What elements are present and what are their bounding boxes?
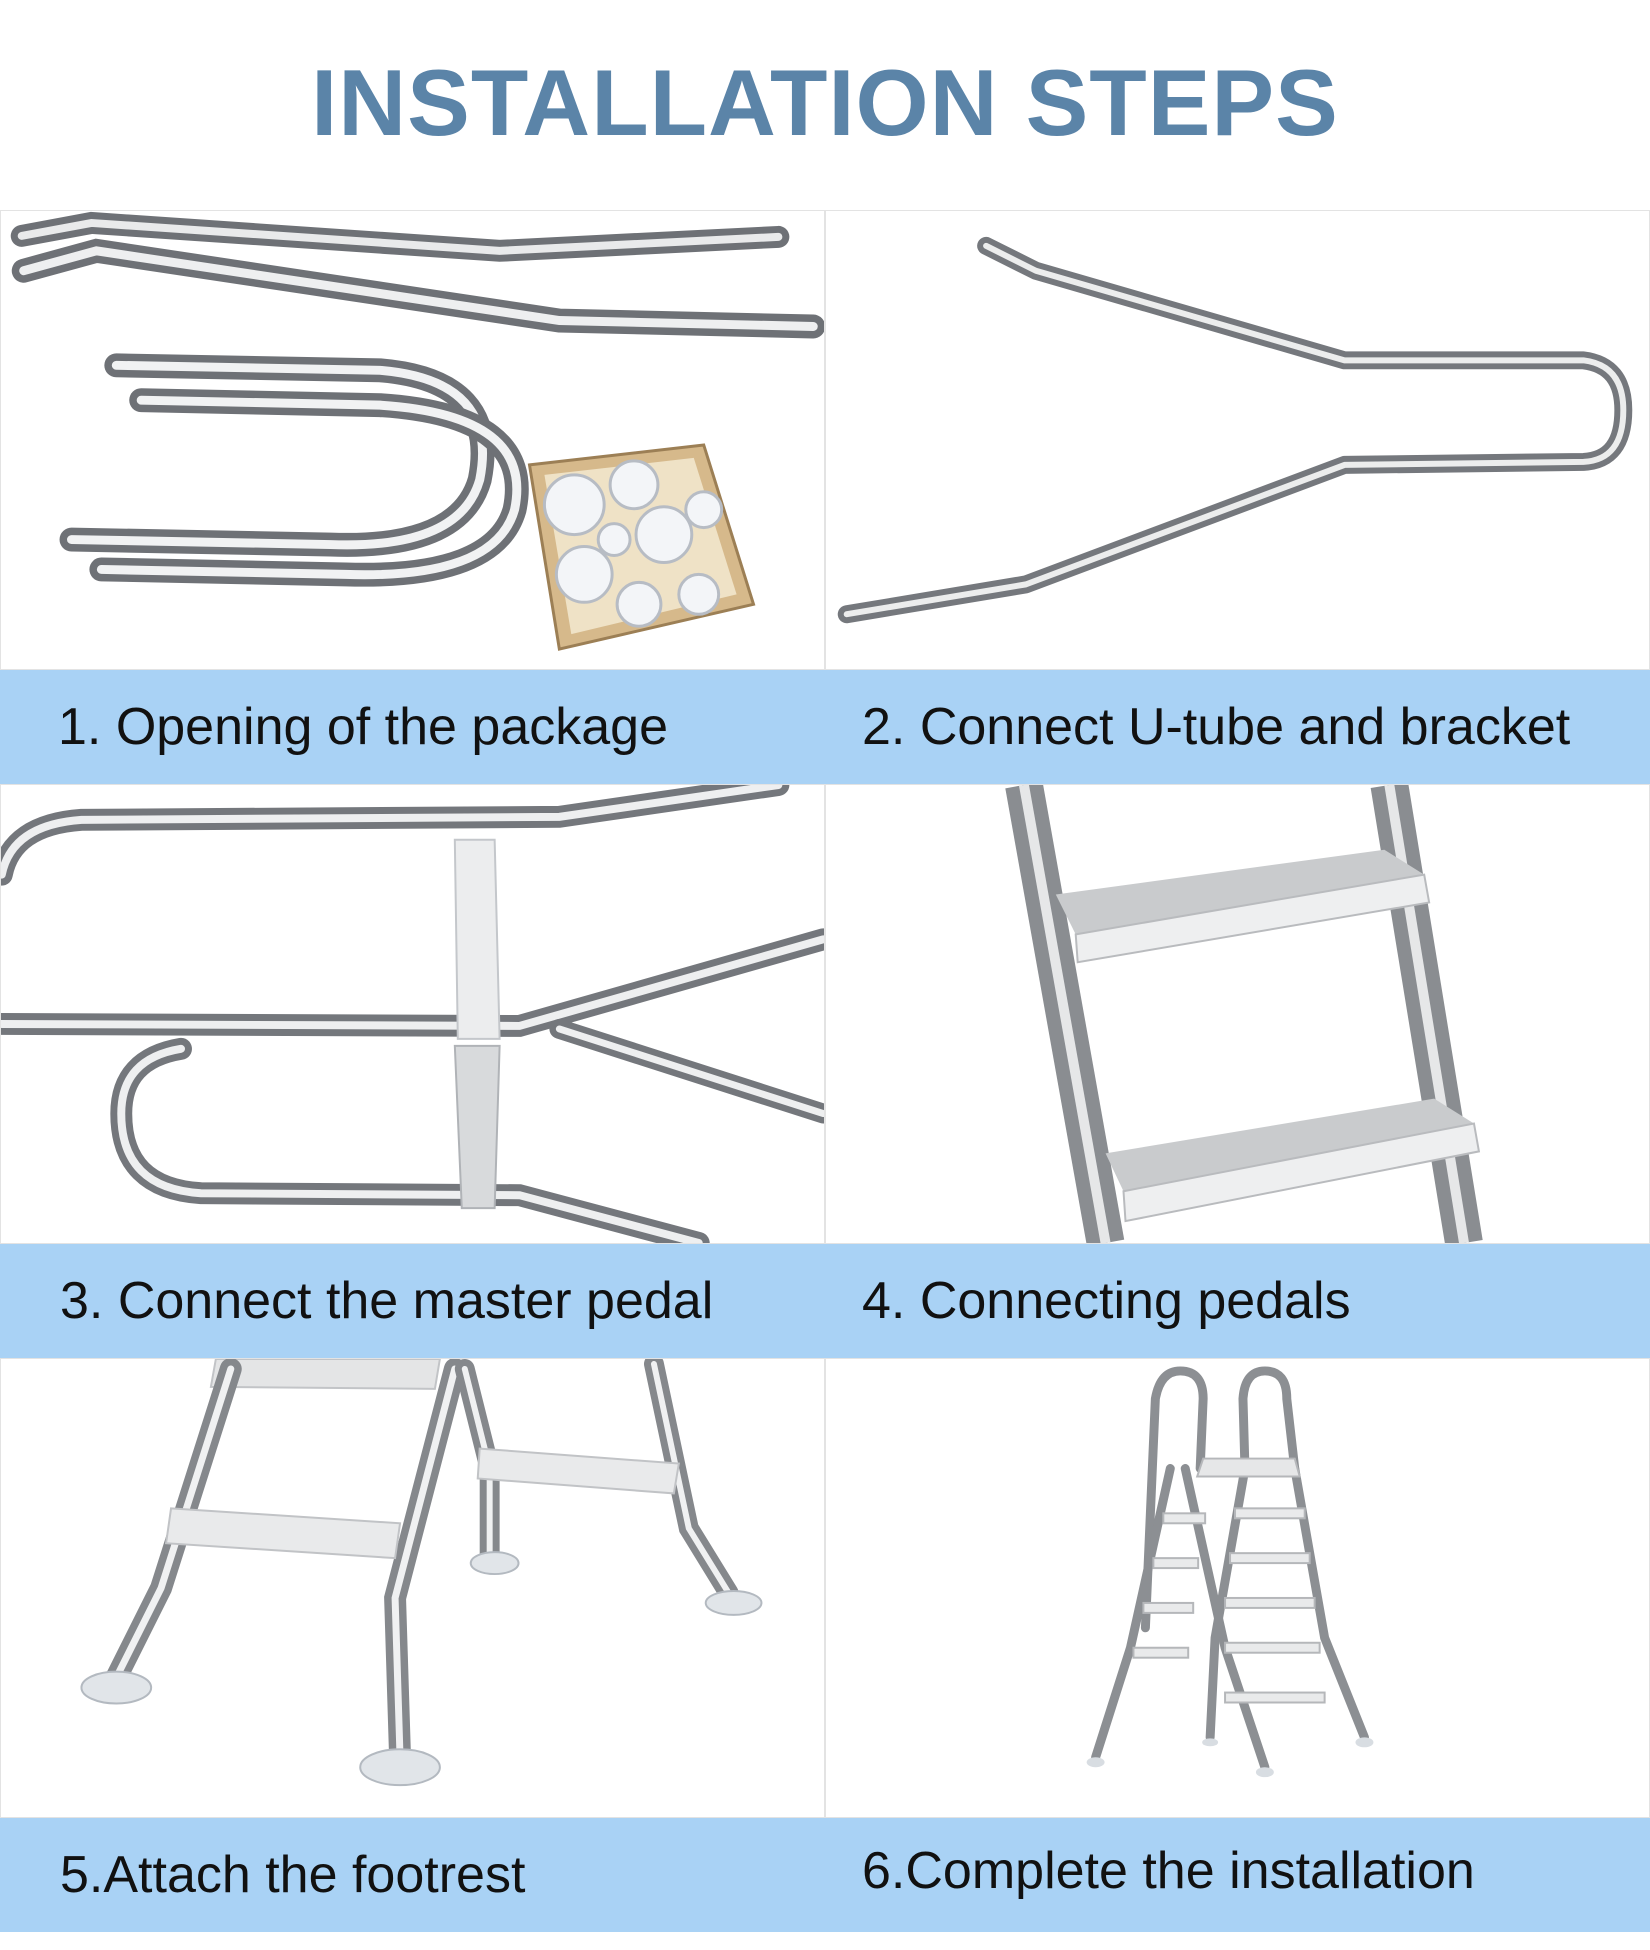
step-4-caption: 4. Connecting pedals: [862, 1272, 1351, 1330]
step-6-caption: 6.Complete the installation: [862, 1842, 1475, 1900]
u-tube-bracket-image: [837, 236, 1633, 624]
ladder-parts-unboxed-image: [10, 211, 824, 651]
page-title: INSTALLATION STEPS: [311, 50, 1339, 155]
step-5-image: [0, 1358, 825, 1818]
step-1-caption: 1. Opening of the package: [58, 698, 669, 756]
master-pedal-frame-image: [1, 785, 824, 1243]
ladder-pedals-image: [1005, 785, 1483, 1243]
step-5-caption: 5.Attach the footrest: [60, 1846, 526, 1904]
step-6-image: [825, 1358, 1650, 1818]
step-3-caption: 3. Connect the master pedal: [60, 1272, 714, 1330]
complete-ladder-image: [1086, 1366, 1374, 1778]
step-2-image: [825, 210, 1650, 670]
caption-band-row-1: [0, 670, 1650, 784]
footrest-legs-image: [80, 1359, 763, 1787]
step-4-image: [825, 784, 1650, 1244]
step-3-image: [0, 784, 825, 1244]
caption-band-row-3: [0, 1818, 1650, 1932]
caption-band-row-2: [0, 1244, 1650, 1358]
step-2-caption: 2. Connect U-tube and bracket: [862, 698, 1571, 756]
step-1-image: [0, 210, 825, 670]
